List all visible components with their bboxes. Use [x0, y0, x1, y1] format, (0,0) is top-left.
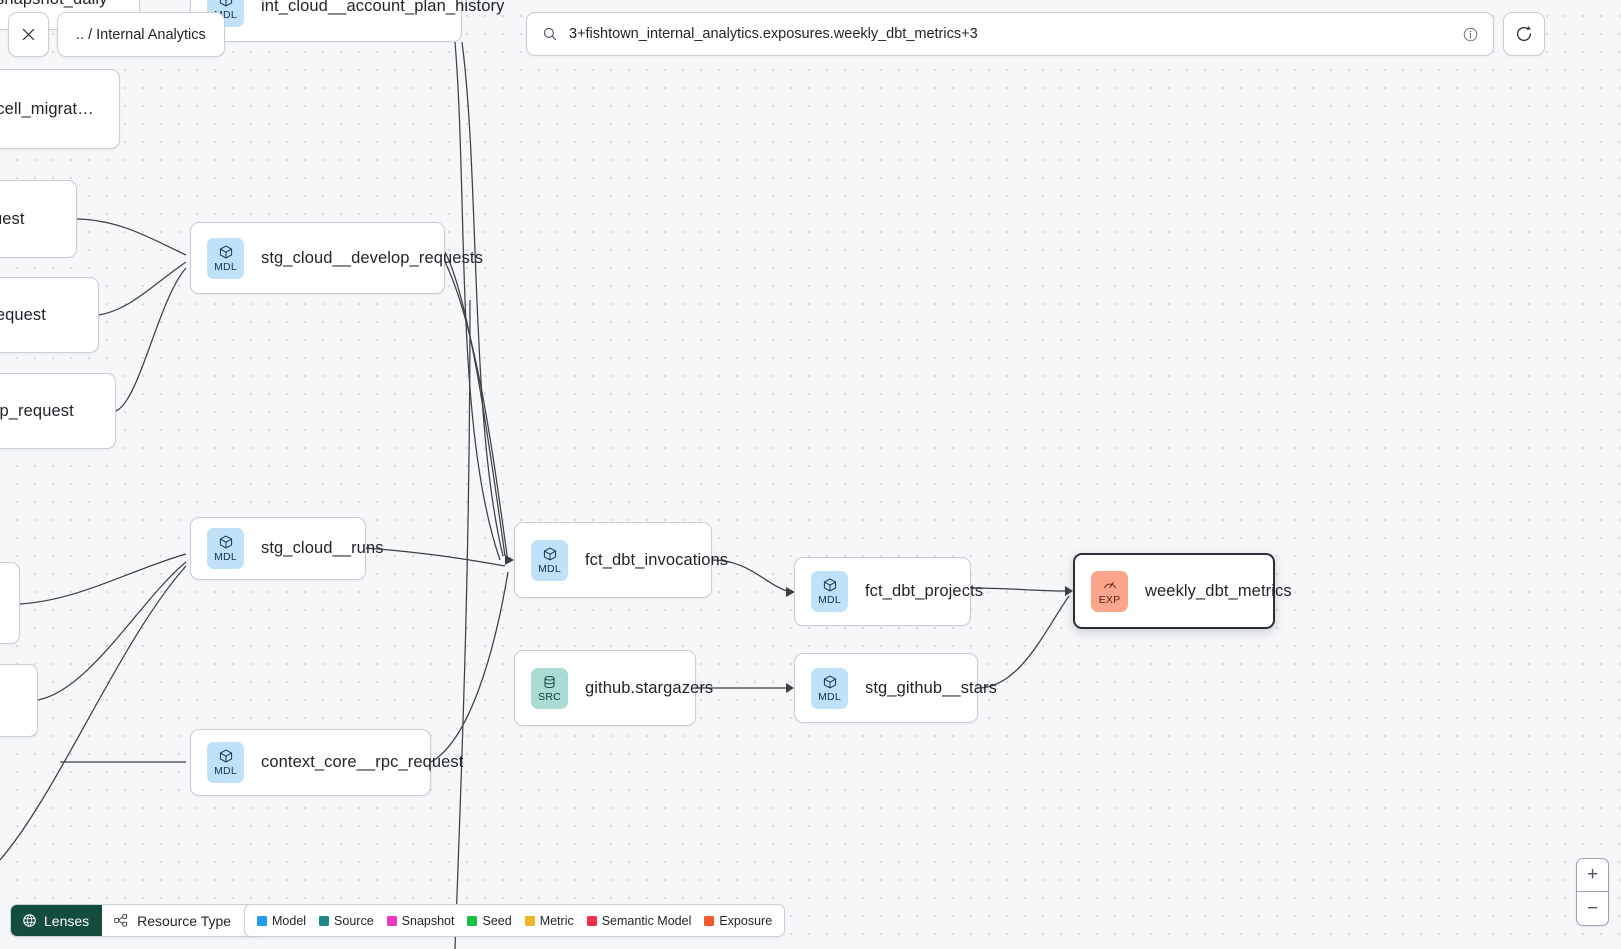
database-icon — [542, 674, 557, 691]
close-icon — [22, 28, 35, 41]
lineage-node[interactable]: MDLn — [0, 562, 20, 644]
legend-swatch — [319, 915, 330, 926]
node-label: stg_cloud__runs — [261, 539, 384, 557]
node-label: velop_request — [0, 305, 46, 324]
lineage-node[interactable]: MDL int_cloud__account_plan_history — [190, 0, 504, 42]
lineage-node[interactable]: MDL_develop_request — [0, 373, 116, 449]
exp-badge: EXP — [1091, 570, 1128, 612]
legend-swatch — [386, 915, 397, 926]
node-type-code: MDL — [214, 8, 237, 21]
cube-icon — [822, 577, 838, 594]
lineage-node[interactable]: MDLvelop_request — [0, 277, 99, 353]
legend-label: Model — [272, 913, 307, 928]
legend-item[interactable]: Model — [257, 914, 306, 928]
legend-item[interactable]: Source — [319, 914, 374, 928]
node-label: context_core__rpc_request — [261, 753, 464, 771]
lineage-node[interactable]: MDLop_request — [0, 180, 77, 258]
mdl-badge: MDL — [207, 528, 244, 569]
cube-icon — [218, 0, 234, 9]
legend-swatch — [704, 915, 715, 926]
lineage-node[interactable]: MDL context_core__rpc_request — [190, 729, 463, 796]
resource-type-legend: Model Source Snapshot Seed Metric Semantic Mo… — [244, 904, 786, 937]
node-label: stg_cloud__develop_requests — [261, 248, 483, 267]
legend-label: Snapshot — [401, 913, 455, 928]
src-badge: SRC — [531, 667, 568, 709]
zoom-out-button[interactable]: − — [1586, 897, 1599, 919]
zoom-controls: + − — [1576, 858, 1609, 926]
legend-swatch — [467, 915, 478, 926]
cube-icon — [822, 674, 838, 691]
close-button[interactable] — [8, 12, 49, 57]
cube-icon — [542, 546, 558, 563]
node-label: fct_dbt_projects — [865, 582, 984, 600]
legend-swatch — [586, 915, 597, 926]
legend-item[interactable]: Snapshot — [386, 913, 455, 928]
legend-label: Seed — [482, 913, 512, 928]
legend-label: Exposure — [719, 913, 773, 928]
lenses-label: Lenses — [44, 912, 90, 929]
legend-swatch — [524, 915, 535, 926]
legend-item[interactable]: Exposure — [704, 914, 772, 928]
legend-label: Source — [334, 913, 374, 928]
node-type-code: EXP — [1098, 593, 1121, 606]
legend-item[interactable]: Seed — [467, 913, 512, 928]
node-label: github.stargazers — [585, 678, 714, 697]
legend-label: Metric — [539, 913, 574, 928]
refresh-button[interactable] — [1503, 12, 1545, 56]
legend-item[interactable]: Semantic Model — [586, 913, 692, 928]
lineage-node[interactable]: MDL stg_cloud__runs — [190, 517, 383, 580]
lineage-node[interactable]: EXP weekly_dbt_metrics — [1073, 553, 1292, 629]
lineage-node[interactable]: MDL fct_dbt_projects — [794, 557, 983, 626]
refresh-icon — [1516, 26, 1532, 42]
mdl-badge: MDL — [207, 237, 244, 279]
search-input[interactable]: 3+fishtown_internal_analytics.exposures.… — [569, 26, 978, 42]
zoom-in-button[interactable]: + — [1577, 859, 1608, 892]
lineage-node[interactable]: SRC github.stargazers — [514, 650, 713, 726]
node-label: int_cloud__account_plan_history — [261, 0, 505, 15]
lineage-node[interactable]: MDL_run — [0, 664, 38, 737]
node-type-code: MDL — [214, 765, 237, 778]
breadcrumb-label: .. / Internal Analytics — [76, 26, 206, 43]
lineage-node[interactable]: MDL stg_cloud__develop_requests — [190, 222, 483, 294]
node-label: multicell_migrat… — [0, 99, 94, 118]
mdl-badge: MDL — [207, 742, 244, 783]
legend-swatch — [257, 915, 267, 926]
gauge-icon — [1102, 577, 1118, 594]
mdl-badge: MDL — [811, 571, 848, 612]
node-type-code: MDL — [538, 562, 561, 575]
node-label: stg_github__stars — [865, 678, 997, 697]
cube-icon — [218, 534, 234, 551]
node-type-code: MDL — [214, 551, 237, 564]
info-icon[interactable] — [1462, 26, 1479, 43]
breadcrumb[interactable]: .. / Internal Analytics — [57, 12, 225, 57]
node-label: weekly_dbt_metrics — [1145, 581, 1292, 600]
lineage-node[interactable]: MDLmulticell_migrat… — [0, 69, 120, 149]
search-icon — [543, 27, 557, 41]
node-type-code: MDL — [214, 260, 237, 273]
node-type-code: SRC — [538, 690, 561, 703]
cube-icon — [218, 244, 234, 261]
resource-type-dropdown[interactable]: Resource Type ∨ — [102, 905, 264, 936]
resource-type-icon — [114, 914, 128, 927]
node-type-code: MDL — [818, 690, 841, 703]
cube-icon — [218, 748, 234, 765]
mdl-badge: MDL — [531, 539, 568, 581]
lineage-search-bar[interactable]: 3+fishtown_internal_analytics.exposures.… — [526, 12, 1494, 56]
legend-label: Semantic Model — [601, 913, 692, 928]
lineage-node[interactable]: MDL stg_github__stars — [794, 653, 997, 723]
node-type-code: MDL — [818, 594, 841, 607]
node-label: fct_dbt_invocations — [585, 550, 729, 569]
lenses-toolbar: Lenses Resource Type ∨ — [10, 904, 265, 937]
lineage-node[interactable]: MDL fct_dbt_invocations — [514, 522, 728, 598]
resource-type-label: Resource Type — [137, 912, 232, 929]
lens-icon — [23, 914, 36, 927]
legend-item[interactable]: Metric — [524, 913, 574, 928]
mdl-badge: MDL — [811, 667, 848, 709]
node-label: snapshot_daily — [0, 0, 107, 9]
lenses-button[interactable]: Lenses — [11, 905, 103, 936]
node-label: op_request — [0, 209, 25, 228]
node-label: _develop_request — [0, 401, 74, 420]
